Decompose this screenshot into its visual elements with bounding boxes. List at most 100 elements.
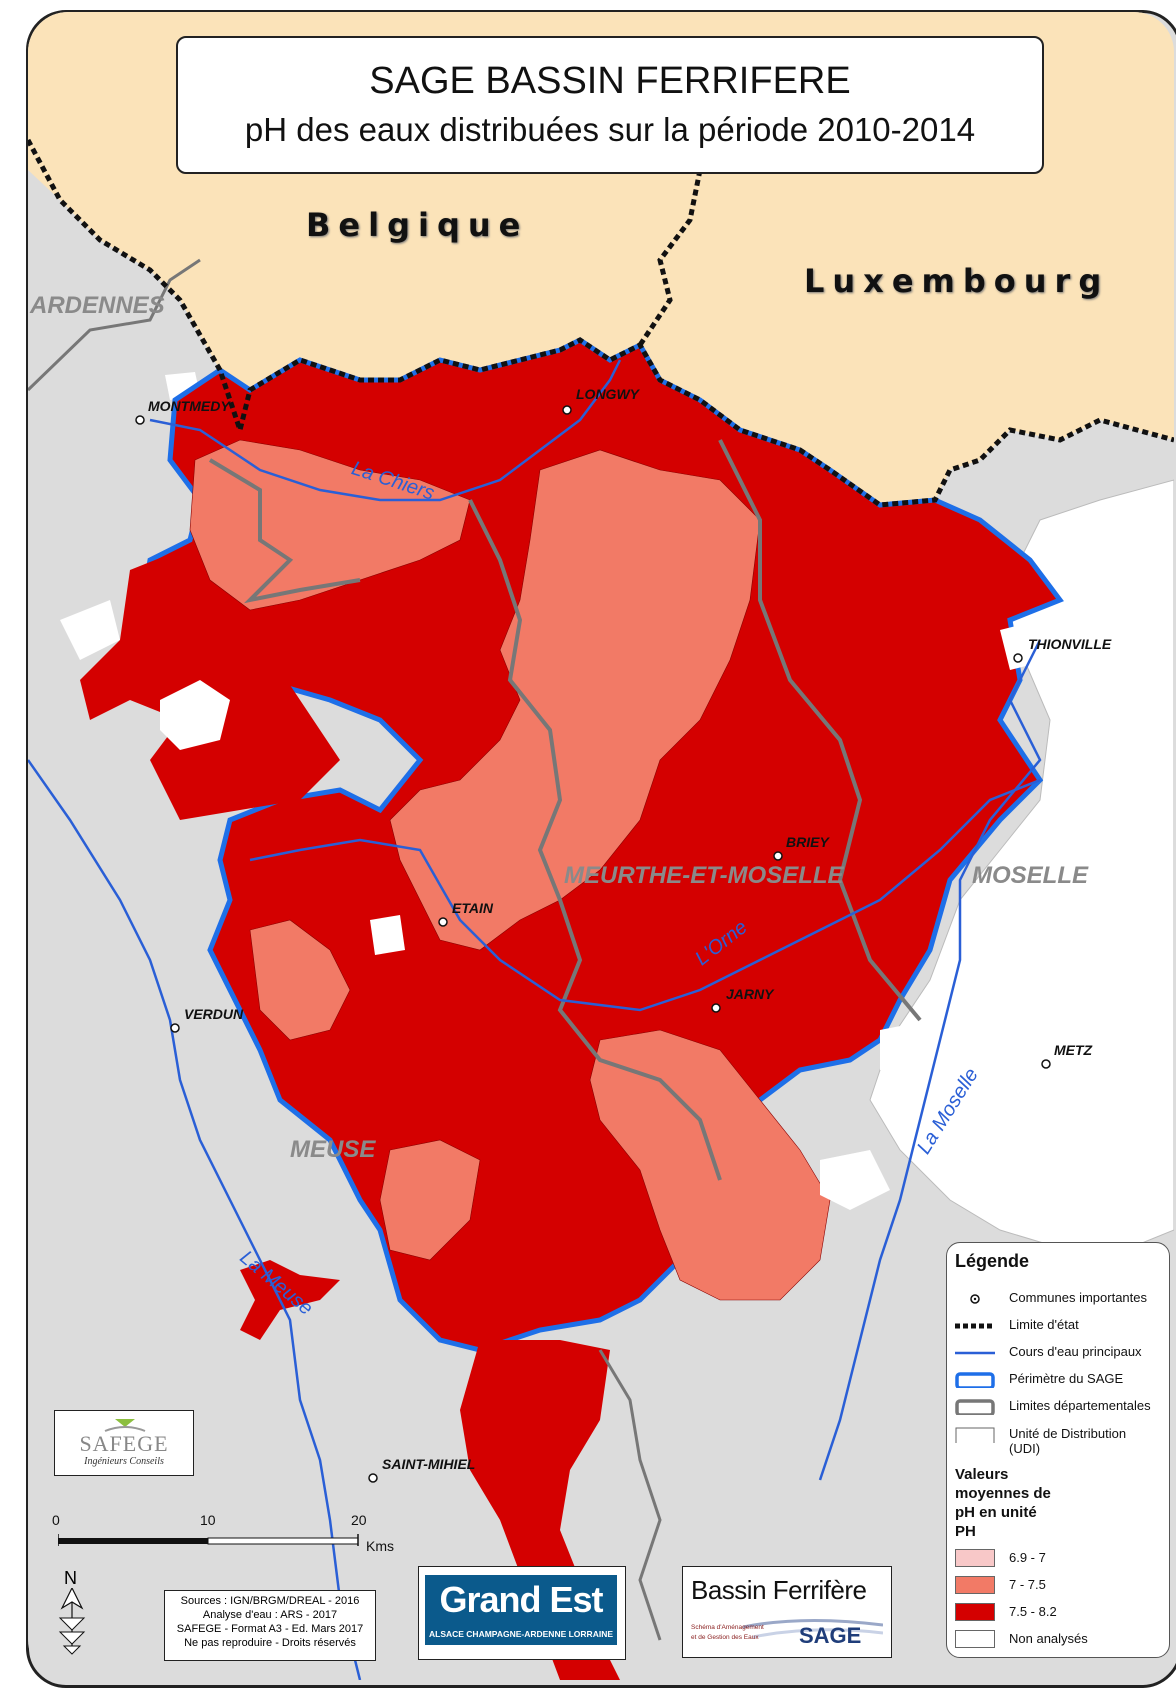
town-label-briey: BRIEY	[786, 834, 829, 850]
town-label-montmedy: MONTMEDY	[148, 398, 230, 414]
sources-line: SAFEGE - Format A3 - Ed. Mars 2017	[176, 1623, 364, 1635]
legend-swatch	[955, 1603, 995, 1621]
udi-white-patch	[160, 680, 230, 750]
legend-item-dept-limits: Limites départementales	[955, 1395, 1165, 1419]
town-label-jarny: JARNY	[726, 986, 774, 1002]
town-marker	[438, 917, 448, 927]
north-label: N	[64, 1568, 77, 1588]
legend-label: 7.5 - 8.2	[1009, 1604, 1057, 1619]
legend-values-title: Valeurs moyennes de pH en unité PH	[955, 1466, 1051, 1540]
sources-line: Ne pas reproduire - Droits réservés	[184, 1637, 356, 1649]
town-marker	[711, 1003, 721, 1013]
town-marker	[170, 1023, 180, 1033]
sources-line: Sources : IGN/BRGM/DREAL - 2016	[180, 1595, 360, 1607]
legend-label: Non analysés	[1009, 1631, 1088, 1646]
sources-line: Analyse d'eau : ARS - 2017	[202, 1609, 338, 1621]
legend-label: Limites départementales	[1009, 1398, 1151, 1413]
legend-item-state-limit: Limite d'état	[955, 1314, 1165, 1338]
town-marker	[1041, 1059, 1051, 1069]
legend-label: Périmètre du SAGE	[1009, 1371, 1124, 1386]
north-arrow-icon	[58, 1588, 86, 1655]
legend-label: 6.9 - 7	[1009, 1550, 1046, 1565]
grandest-name: Grand Est	[439, 1579, 603, 1620]
legend-label: Unité de Distribution (UDI)	[1009, 1426, 1127, 1456]
bassin-name: Bassin Ferrifère	[691, 1575, 867, 1605]
safege-name: SAFEGE	[79, 1431, 169, 1456]
dept-label-meuse: MEUSE	[290, 1136, 376, 1163]
udi-icon	[955, 1427, 995, 1443]
river-line-icon	[955, 1351, 995, 1355]
bassin-sub1: Schéma d'Aménagement	[691, 1624, 764, 1631]
town-marker	[1013, 653, 1023, 663]
legend-swatch	[955, 1630, 995, 1648]
scale-tick-20: 20	[351, 1512, 367, 1528]
grandest-logo: Grand Est ALSACE CHAMPAGNE-ARDENNE LORRA…	[418, 1566, 626, 1660]
legend-item-rivers: Cours d'eau principaux	[955, 1341, 1165, 1365]
udi-white-patch	[370, 915, 405, 955]
legend-label: Limite d'état	[1009, 1317, 1079, 1332]
scale-tick-10: 10	[200, 1512, 216, 1528]
town-label-saint-mihiel: SAINT-MIHIEL	[382, 1456, 476, 1472]
dept-label-ardennes: ARDENNES	[30, 292, 165, 319]
legend-label: Communes importantes	[1009, 1290, 1147, 1305]
river-meuse	[28, 759, 362, 1680]
town-label-etain: ETAIN	[452, 900, 493, 916]
safege-logo-icon	[104, 1419, 146, 1432]
legend-title: Légende	[955, 1251, 1030, 1271]
zone-7-7.5	[589, 1029, 831, 1301]
dept-limit-icon	[955, 1399, 995, 1415]
grandest-sub: ALSACE CHAMPAGNE-ARDENNE LORRAINE	[428, 1629, 613, 1639]
west-region-dark	[80, 550, 340, 820]
dept-limit	[28, 258, 201, 392]
dept-limit	[718, 439, 922, 1022]
dept-limit	[468, 499, 722, 1181]
dept-limit	[208, 458, 361, 604]
dept-limit	[598, 1349, 662, 1641]
legend-class-1: 6.9 - 7	[955, 1547, 1165, 1571]
commune-marker-icon	[970, 1294, 980, 1304]
legend-label: 7 - 7.5	[1009, 1577, 1046, 1592]
state-limit	[637, 169, 703, 347]
grandest-logo-bg	[425, 1575, 617, 1645]
state-limit	[28, 138, 1174, 508]
safege-logo: SAFEGE Ingénieurs Conseils	[54, 1410, 194, 1476]
udi-white-patch	[820, 1150, 890, 1210]
zone-7-7.5	[189, 439, 471, 611]
town-label-verdun: VERDUN	[184, 1006, 244, 1022]
legend-item-udi: Unité de Distribution (UDI)	[955, 1423, 1165, 1459]
state-limit-icon	[955, 1323, 995, 1329]
meuse-island-dark	[240, 1260, 340, 1340]
legend-item-communes: Communes importantes	[955, 1287, 1165, 1311]
bassin-sage: SAGE	[799, 1623, 862, 1648]
legend-label: Cours d'eau principaux	[1009, 1344, 1142, 1359]
bassin-swoosh-icon	[743, 1618, 883, 1639]
town-marker	[773, 851, 783, 861]
country-label-luxembourg: Luxembourg	[804, 262, 1110, 300]
safege-sub: Ingénieurs Conseils	[84, 1456, 164, 1467]
town-markers	[135, 405, 1051, 1483]
udi-white-patch	[1000, 620, 1050, 670]
legend-panel: Légende Communes importantes Limite d'ét…	[946, 1242, 1170, 1658]
legend-class-3: 7.5 - 8.2	[955, 1601, 1165, 1625]
bassin-sub2: et de Gestion des Eaux	[691, 1634, 759, 1641]
town-marker	[135, 415, 145, 425]
scale-unit: Kms	[366, 1538, 394, 1554]
legend-swatch	[955, 1576, 995, 1594]
udi-white-patch	[60, 600, 120, 660]
zone-7-7.5	[249, 919, 351, 1041]
legend-class-4: Non analysés	[955, 1628, 1165, 1652]
river-moselle	[818, 639, 1042, 1481]
scale-bar	[58, 1534, 359, 1546]
dept-label-meurthe-et-moselle: MEURTHE-ET-MOSELLE	[564, 862, 844, 889]
map-subtitle: pH des eaux distribuées sur la période 2…	[244, 111, 976, 148]
map-title-box: SAGE BASSIN FERRIFERE pH des eaux distri…	[176, 36, 1044, 174]
country-label-belgium: Belgique	[306, 206, 529, 244]
town-label-longwy: LONGWY	[576, 386, 639, 402]
town-marker	[368, 1473, 378, 1483]
river-orne	[249, 778, 1041, 1012]
legend-item-sage-perimeter: Périmètre du SAGE	[955, 1368, 1165, 1392]
bassin-ferrifere-logo: Bassin Ferrifère Schéma d'Aménagement et…	[682, 1566, 892, 1658]
town-label-metz: METZ	[1054, 1042, 1093, 1058]
town-label-thionville: THIONVILLE	[1028, 636, 1112, 652]
